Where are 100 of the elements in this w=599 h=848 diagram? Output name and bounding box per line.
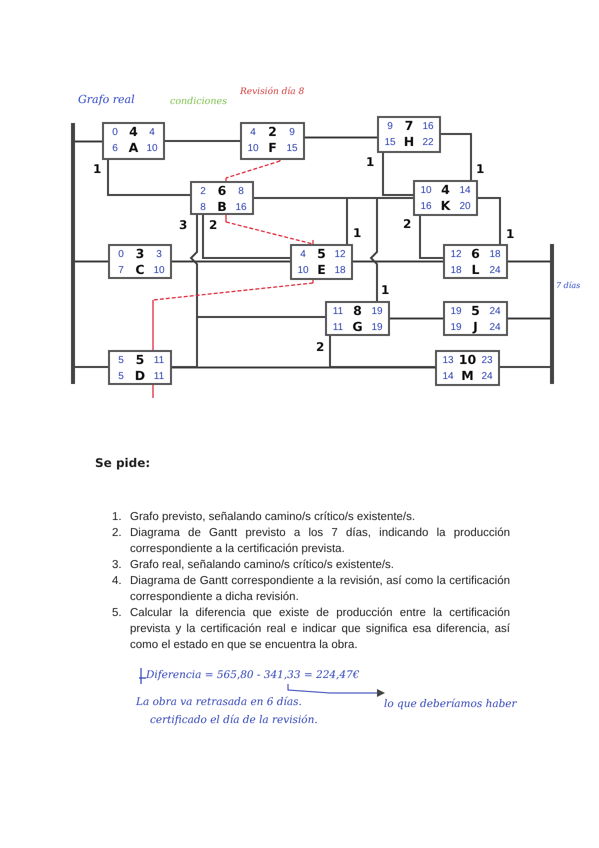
activity-box <box>190 181 254 215</box>
list-number: 1. <box>112 510 123 525</box>
activity-letter: C <box>134 264 146 276</box>
connector <box>107 160 190 196</box>
list-item: Diagrama de Gantt correspondiente a la revisión, así como la certificación correspondiente a dicha revisión. <box>130 574 510 605</box>
handwritten-note: Diferencia = 565,80 - 341,33 = 224,47€ <box>146 668 378 684</box>
time-value: 10 <box>145 143 159 155</box>
time-value: 0 <box>111 127 119 139</box>
activity-letter: E <box>316 264 327 276</box>
time-value: 9 <box>386 121 394 133</box>
connector <box>305 136 377 138</box>
time-value: 18 <box>449 265 463 277</box>
list-item: Diagrama de Gantt previsto a los 7 días, indicando la producción correspondiente a la certificación prevista. <box>130 526 510 557</box>
activity-box <box>377 116 441 153</box>
handwritten-note: La obra va retrasada en 6 días. <box>136 695 303 709</box>
activity-box <box>443 244 508 279</box>
time-value: 10 <box>152 265 166 277</box>
connector <box>500 366 550 368</box>
duration: 6 <box>470 248 481 260</box>
time-value: 14 <box>458 185 472 197</box>
duration: 3 <box>134 248 146 260</box>
activity-box <box>435 350 500 386</box>
lag-label: 1 <box>506 228 514 241</box>
activity-box <box>290 244 353 280</box>
activity-letter: D <box>134 370 146 382</box>
connector <box>202 215 290 259</box>
activity-letter: L <box>470 264 480 276</box>
time-value: 11 <box>332 322 344 334</box>
duration: 5 <box>470 305 481 317</box>
duration: 5 <box>134 354 146 366</box>
connector <box>478 197 501 244</box>
time-value: 24 <box>488 265 502 277</box>
time-value: 20 <box>458 201 472 213</box>
activity-letter: H <box>402 136 416 148</box>
node-bar <box>71 123 75 384</box>
list-number: 5. <box>112 606 123 621</box>
time-value: 0 <box>117 249 125 261</box>
connector <box>75 260 108 262</box>
time-value: 18 <box>488 249 502 261</box>
time-value: 9 <box>288 127 296 139</box>
lag-label: 1 <box>353 227 362 240</box>
activity-box <box>108 350 172 385</box>
time-value: 19 <box>449 306 463 318</box>
time-value: 24 <box>488 306 502 318</box>
time-value: 12 <box>333 249 347 261</box>
lag-label: 1 <box>93 163 102 176</box>
time-value: 16 <box>419 201 433 213</box>
activity-box <box>240 122 305 160</box>
handwritten-note: Grafo real <box>78 92 136 108</box>
time-value: 15 <box>285 143 299 155</box>
connector <box>172 260 290 262</box>
activity-letter: G <box>351 321 364 333</box>
time-value: 15 <box>383 137 397 149</box>
time-value: 11 <box>152 371 166 383</box>
lag-label: 2 <box>209 219 218 232</box>
lag-label: 2 <box>316 341 324 354</box>
lag-label: 1 <box>366 156 374 169</box>
activity-box <box>102 122 165 160</box>
time-value: 16 <box>421 121 435 133</box>
activity-letter: A <box>128 142 140 154</box>
lag-label: 1 <box>476 163 484 176</box>
time-value: 23 <box>480 355 494 367</box>
duration: 5 <box>316 248 327 260</box>
handwritten-arrow <box>288 684 385 697</box>
connector <box>254 197 378 301</box>
time-value: 11 <box>152 355 166 367</box>
duration: 7 <box>404 120 414 132</box>
time-value: 19 <box>370 322 384 334</box>
activity-letter: K <box>440 200 452 212</box>
list-item: Grafo real, señalando camino/s crítico/s existente/s. <box>130 558 395 573</box>
duration: 8 <box>352 305 363 317</box>
handwritten-note: certificado el día de la revisión. <box>150 713 319 727</box>
connector <box>165 140 240 142</box>
activity-letter: J <box>471 321 479 333</box>
activity-letter: B <box>216 201 228 213</box>
handwritten-note: condiciones <box>170 95 228 109</box>
connector <box>353 260 443 262</box>
list-item: Calcular la diferencia que existe de producción entre la certificación prevista y la certificación real e indicar que significa esa diferencia, así como el estado en que se encuentra la obra. <box>130 606 510 653</box>
handwritten-note: lo que deberíamos haber <box>384 697 520 713</box>
connector <box>419 216 443 259</box>
time-value: 19 <box>370 306 384 318</box>
connector <box>75 366 108 368</box>
time-value: 13 <box>441 355 455 367</box>
activity-box <box>325 301 390 336</box>
time-value: 14 <box>441 371 455 383</box>
connector <box>441 133 472 180</box>
duration: 4 <box>440 184 451 196</box>
time-value: 11 <box>332 306 344 318</box>
time-value: 3 <box>155 249 163 261</box>
time-value: 6 <box>111 143 119 155</box>
activity-letter: M <box>460 370 475 382</box>
connector <box>508 318 550 320</box>
list-item: Grafo previsto, señalando camino/s crítico/s existente/s. <box>130 510 416 525</box>
time-value: 4 <box>249 127 257 139</box>
connector <box>172 366 435 368</box>
activity-box <box>413 180 478 216</box>
time-value: 7 <box>117 265 125 277</box>
duration: 2 <box>267 126 278 138</box>
section-heading: Se pide: <box>95 455 152 471</box>
lag-label: 1 <box>381 284 390 297</box>
